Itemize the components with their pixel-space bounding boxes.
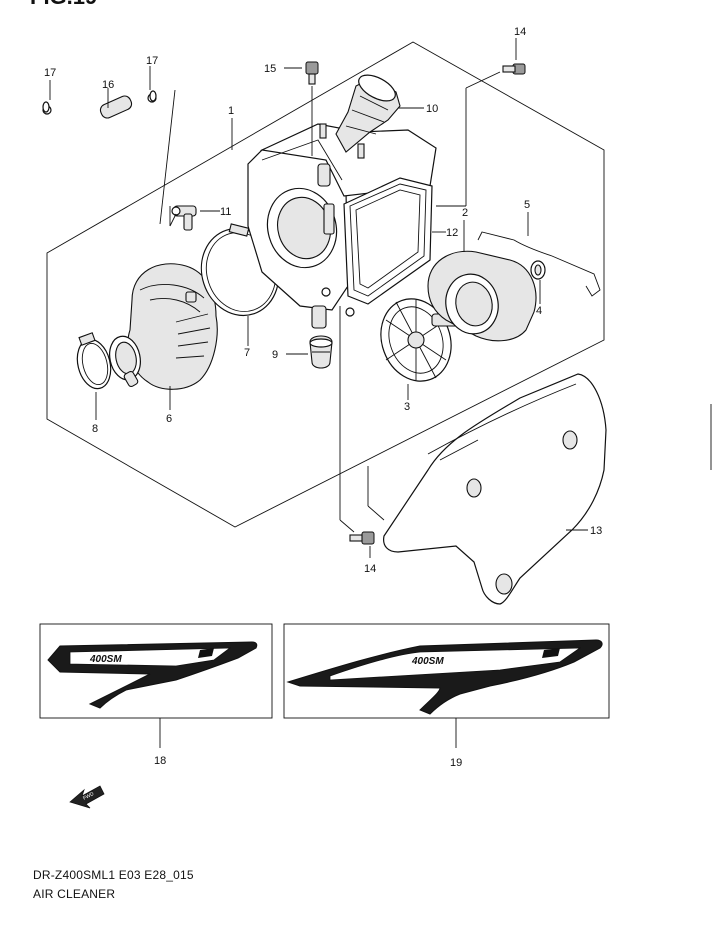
decal-18-text: 400SM (89, 654, 122, 665)
filter-element-part (427, 250, 537, 342)
callout-18: 18 (154, 755, 166, 767)
callout-11: 11 (220, 206, 231, 218)
forward-arrow-icon: FWD (69, 785, 105, 809)
callout-12: 12 (446, 227, 458, 239)
decal-19-text: 400SM (411, 656, 444, 667)
callout-13: 13 (590, 525, 602, 537)
callout-4: 4 (536, 305, 542, 317)
callout-7: 7 (244, 347, 250, 359)
decal-box-19: 400SM (283, 623, 610, 719)
assembly-outline (46, 41, 605, 528)
callout-17-left: 17 (44, 67, 56, 79)
callout-9: 9 (272, 349, 278, 361)
callout-3: 3 (404, 401, 410, 413)
figure-title: FIG.19 (30, 0, 97, 9)
callout-17-right: 17 (146, 55, 158, 67)
callout-19: 19 (450, 757, 462, 769)
small-grommet-part (530, 260, 546, 280)
breather-clamp-part (42, 90, 157, 113)
leader-lines (49, 38, 588, 748)
bolt-15-part (305, 61, 319, 85)
callout-16: 16 (102, 79, 114, 91)
callout-6: 6 (166, 413, 172, 425)
callout-14-bottom: 14 (364, 563, 376, 575)
drain-fitting-part (171, 205, 197, 303)
callout-1: 1 (228, 105, 234, 117)
grommet-part (309, 335, 333, 369)
wire-clip-part (477, 231, 601, 297)
callout-14-top: 14 (514, 26, 526, 38)
filter-cage-part (380, 298, 459, 382)
bolt-14-bottom-part (349, 531, 375, 545)
intake-boot-part (109, 263, 218, 390)
callout-15: 15 (264, 63, 276, 75)
callout-5: 5 (524, 199, 530, 211)
air-cleaner-case-part (247, 123, 437, 329)
callout-2: 2 (462, 207, 468, 219)
diagram-code: DR-Z400SML1 E03 E28_015 (33, 868, 194, 882)
seal-frame-part (343, 177, 433, 317)
diagram-name: AIR CLEANER (33, 887, 116, 901)
callout-8: 8 (92, 423, 98, 435)
fwd-label: FWD (82, 791, 95, 802)
callout-10: 10 (426, 103, 438, 115)
hose-clamp-part (76, 332, 112, 390)
breather-hose-part (42, 93, 157, 135)
callout-labels: 1 2 3 4 5 6 7 8 9 10 11 12 13 14 14 15 1… (44, 26, 602, 769)
decal-box-18: 400SM (39, 623, 273, 719)
side-cover-part (383, 373, 607, 605)
bolt-14-top-part (502, 63, 526, 75)
intake-duct-part (335, 74, 401, 153)
